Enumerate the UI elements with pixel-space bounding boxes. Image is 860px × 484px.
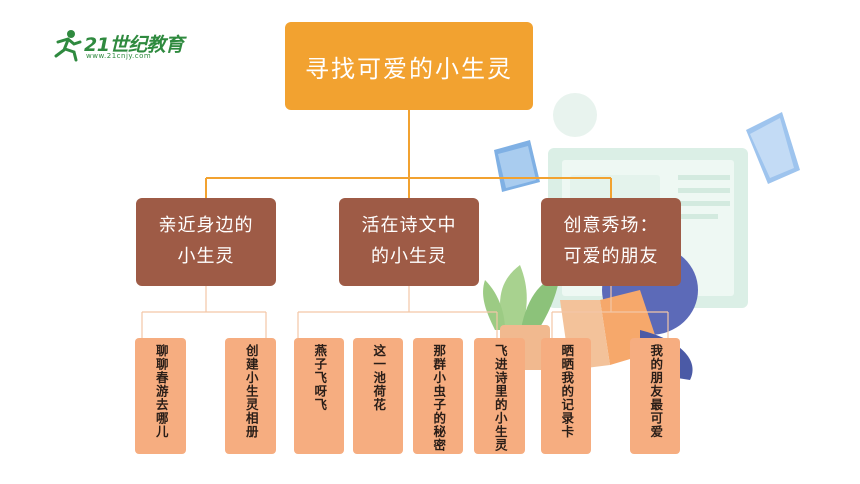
branch-node-1: 亲近身边的 小生灵 <box>136 198 276 286</box>
leaf-3-label: 燕子飞呀飞 <box>312 344 328 412</box>
leaf-1-label: 聊聊春游去哪儿 <box>153 344 169 439</box>
branch-2-line2: 的小生灵 <box>371 246 447 267</box>
brand-url: www.21cnjy.com <box>86 52 152 60</box>
leaf-4-label: 这一池荷花 <box>371 344 387 412</box>
branch-3-line2: 可爱的朋友 <box>563 246 659 267</box>
leaf-node-6: 飞进诗里的小生灵 <box>474 338 525 454</box>
leaf-node-1: 聊聊春游去哪儿 <box>135 338 186 454</box>
leaf-5-label: 那群小虫子的秘密 <box>431 344 447 452</box>
branch-1-line1: 亲近身边的 <box>158 215 254 237</box>
branch-node-2: 活在诗文中 的小生灵 <box>339 198 479 286</box>
root-label: 寻找可爱的小生灵 <box>305 54 513 83</box>
branch-3-line1: 创意秀场： <box>563 215 659 237</box>
branch-2-line1: 活在诗文中 <box>361 215 457 237</box>
leaf-8-label: 我的朋友最可爱 <box>648 344 664 439</box>
running-figure-icon <box>54 30 82 62</box>
root-node: 寻找可爱的小生灵 <box>285 22 533 110</box>
leaf-node-2: 创建小生灵相册 <box>225 338 276 454</box>
leaf-node-8: 我的朋友最可爱 <box>630 338 680 454</box>
leaf-2-label: 创建小生灵相册 <box>243 344 259 439</box>
brand-logo: 21世纪教育 www.21cnjy.com <box>50 28 200 64</box>
leaf-node-7: 晒晒我的记录卡 <box>541 338 591 454</box>
leaf-node-4: 这一池荷花 <box>353 338 403 454</box>
branch-node-3: 创意秀场： 可爱的朋友 <box>541 198 681 286</box>
brand-name: 21世纪教育 <box>84 34 184 56</box>
branch-1-line2: 小生灵 <box>177 246 235 267</box>
leaf-6-label: 飞进诗里的小生灵 <box>492 344 508 452</box>
leaf-node-3: 燕子飞呀飞 <box>294 338 344 454</box>
leaf-node-5: 那群小虫子的秘密 <box>413 338 463 454</box>
leaf-7-label: 晒晒我的记录卡 <box>559 344 575 439</box>
